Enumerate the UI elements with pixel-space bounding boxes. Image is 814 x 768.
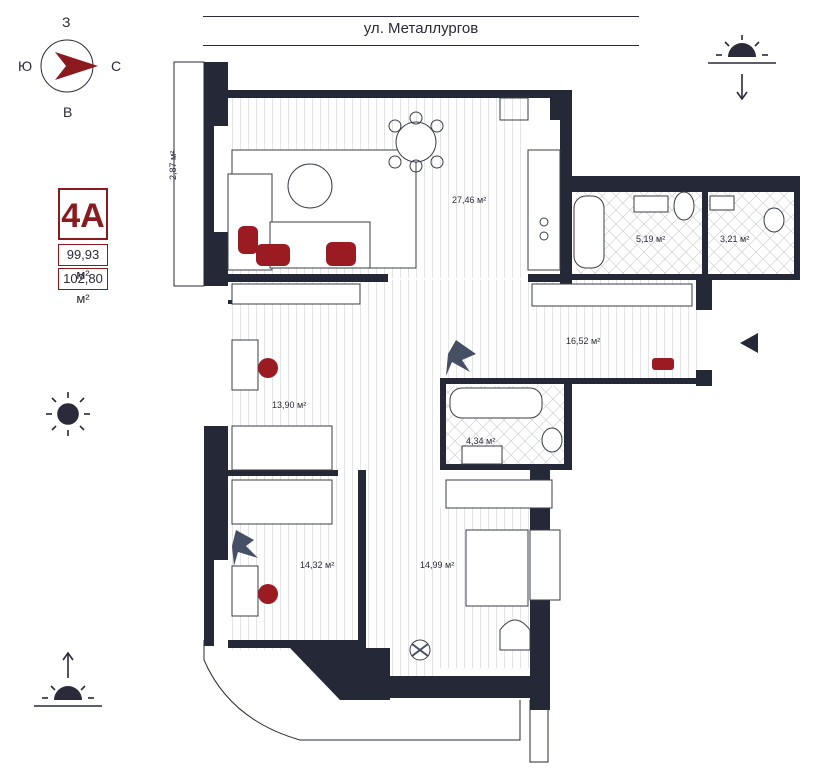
- street-line-bottom: [203, 45, 639, 46]
- room-area-bathroom-1: 5,19 м²: [636, 234, 665, 244]
- compass-south: В: [63, 104, 73, 120]
- bathroom-fixtures: [449, 191, 785, 465]
- compass-icon: [40, 39, 98, 93]
- bedroom-2-furniture: [231, 479, 333, 617]
- compass-north: З: [62, 14, 71, 30]
- room-area-hall: 16,52 м²: [566, 336, 600, 346]
- street-label: ул. Металлургов: [363, 20, 479, 37]
- sunrise-icon: [708, 35, 776, 101]
- unit-area-total: 102,80 м²: [58, 268, 108, 306]
- entrance-arrow-icon: [740, 333, 758, 353]
- room-area-bedroom-1: 13,90 м²: [272, 400, 306, 410]
- plants: [232, 340, 476, 661]
- street-line-top: [203, 16, 639, 17]
- walls: [204, 62, 800, 710]
- hall-items: [531, 283, 693, 370]
- room-area-bedroom-2: 14,32 м²: [300, 560, 334, 570]
- sofa-cushions: [238, 226, 356, 266]
- room-area-bedroom-3: 14,99 м²: [420, 560, 454, 570]
- compass-west: Ю: [18, 58, 33, 74]
- unit-name: 4А: [58, 188, 108, 240]
- sun-icon: [46, 392, 90, 436]
- kitchen-living-furniture: [227, 97, 561, 271]
- bedroom-3-furniture: [445, 479, 561, 651]
- unit-area-living: 99,93 м²: [58, 244, 108, 282]
- compass-east: С: [111, 58, 122, 74]
- room-area-wc: 3,21 м²: [720, 234, 749, 244]
- room-area-kitchen-living: 27,46 м²: [452, 195, 486, 205]
- room-area-bathroom-2: 4,34 м²: [466, 436, 495, 446]
- sunset-icon: [34, 651, 102, 707]
- bedroom-1-furniture: [231, 283, 361, 471]
